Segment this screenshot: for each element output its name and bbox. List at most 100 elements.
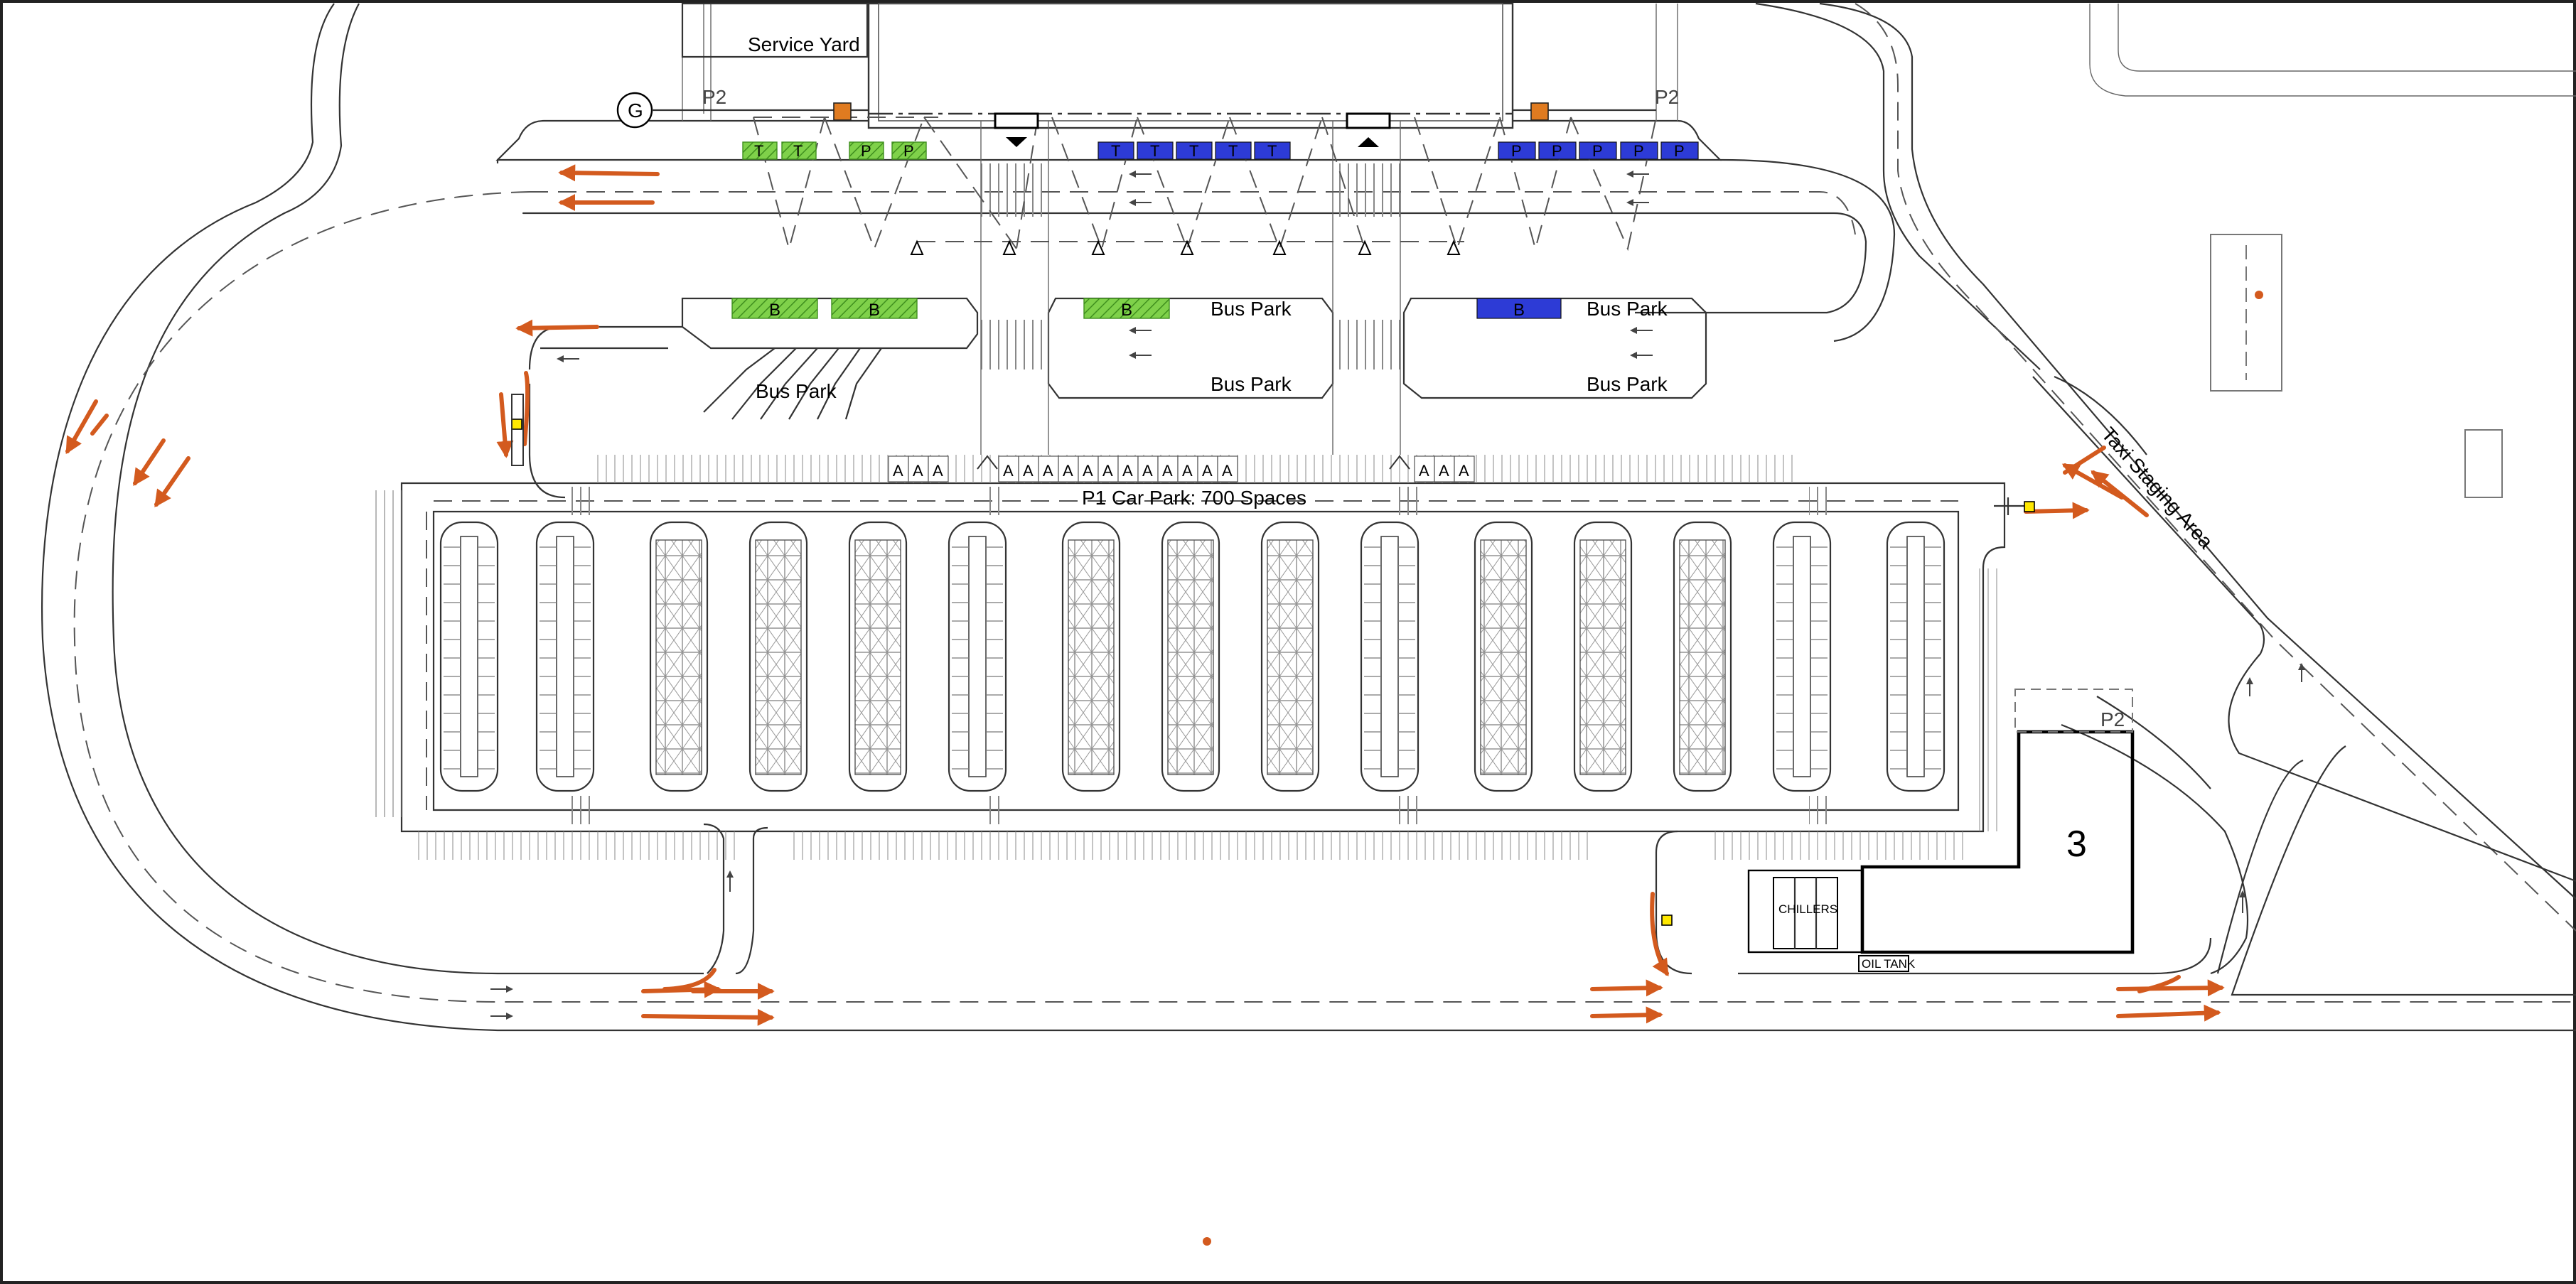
accessible-bay: [1117, 455, 1139, 482]
lane-arrows: [490, 171, 2305, 1020]
bus-park-label: Bus Park: [1211, 373, 1292, 395]
crossing-stripe: [569, 487, 590, 515]
utility-box: [1530, 102, 1549, 121]
accessible-bay: [1038, 455, 1059, 482]
bus-park-label: Bus Park: [1587, 373, 1668, 395]
private-bay: [1538, 141, 1577, 160]
chillers-label: CHILLERS: [1778, 902, 1837, 916]
bus-park-label: Bus Park: [1587, 298, 1668, 320]
drop-off-bay: [849, 141, 884, 160]
bay-grid: [1068, 539, 1115, 775]
car-park-title: P1 Car Park: 700 Spaces: [1082, 487, 1306, 509]
canopy-lines: [753, 112, 1657, 255]
bay-letter: A: [1419, 462, 1429, 480]
taxi-bay: [1254, 141, 1291, 160]
bay-letter: A: [1063, 462, 1073, 480]
accessible-bay: [998, 455, 1019, 482]
bus-bay: [831, 298, 918, 319]
parking-aisle: [1161, 521, 1220, 792]
bay-letter: B: [769, 301, 780, 320]
bay-grid: [1480, 539, 1527, 775]
private-bay: [1579, 141, 1617, 160]
accessible-bay: [928, 455, 949, 482]
bay-letter: P: [1511, 142, 1522, 160]
parking-aisle: [1886, 521, 1946, 792]
bay-letter: A: [1043, 462, 1053, 480]
bay-letter: A: [1222, 462, 1233, 480]
bus-park-label: Bus Park: [756, 380, 837, 402]
gate-label: G: [628, 99, 643, 122]
parking-aisle: [1260, 521, 1320, 792]
bay-letter: T: [1150, 142, 1159, 160]
accessible-bay: [1157, 455, 1179, 482]
bay-letter: P: [1592, 142, 1603, 160]
bay-letter: A: [1122, 462, 1133, 480]
crossing-stripe: [569, 796, 590, 824]
crossing-stripe: [984, 796, 1006, 824]
private-bay: [1498, 141, 1536, 160]
outer-loop-road: [41, 3, 2576, 1032]
drop-off-bay: [781, 141, 817, 160]
bay-letter: B: [1513, 301, 1525, 320]
accessible-bay: [1454, 455, 1475, 482]
bay-letter: A: [1023, 462, 1034, 480]
parking-aisle: [439, 521, 499, 792]
crossing-marker: [1389, 455, 1410, 470]
bay-letter: A: [933, 462, 943, 480]
bay-letter: T: [1228, 142, 1238, 160]
reference-dot: [1203, 1237, 1211, 1246]
parking-aisle: [535, 521, 595, 792]
crossing-stripe: [1397, 487, 1418, 515]
utility-box: [833, 102, 852, 121]
bay-letter: P: [1552, 142, 1562, 160]
building-number: 3: [2066, 824, 2087, 865]
private-bay: [1660, 141, 1699, 160]
crossing-stripe: [1809, 796, 1830, 824]
traffic-flow-arrows: [65, 164, 2225, 1026]
bay-grid: [1679, 539, 1726, 775]
aisle-divider: [556, 536, 574, 777]
parking-aisle: [1474, 521, 1533, 792]
parking-aisle: [948, 521, 1007, 792]
bay-letter: T: [793, 142, 803, 160]
bay-letter: A: [1439, 462, 1449, 480]
aisle-divider: [1793, 536, 1811, 777]
bay-grid: [1579, 539, 1626, 775]
private-bay: [1620, 141, 1658, 160]
bay-grid: [1267, 539, 1314, 775]
bay-letter: A: [1083, 462, 1093, 480]
p2-left-label: P2: [702, 86, 726, 108]
bus-bay: [1083, 298, 1170, 319]
terminal-forecourt: [495, 2, 1896, 342]
signal-markers: [511, 394, 2035, 926]
parking-aisle: [1573, 521, 1633, 792]
parking-aisle: [1673, 521, 1732, 792]
parking-aisle: [1061, 521, 1121, 792]
bay-letter: B: [1121, 301, 1132, 320]
accessible-bay: [888, 455, 909, 482]
parking-aisle: [1772, 521, 1832, 792]
accessible-bay: [1018, 455, 1039, 482]
crossing-stripe: [1397, 796, 1418, 824]
building-3: [1747, 689, 2135, 972]
bus-islands: [528, 297, 1707, 499]
accessible-bay: [1098, 455, 1119, 482]
bay-letter: A: [1182, 462, 1193, 480]
crossing-stripe: [984, 487, 1006, 515]
crossing-stripe: [1809, 487, 1830, 515]
bay-letter: T: [1189, 142, 1198, 160]
accessible-bay: [1217, 455, 1238, 482]
bay-letter: B: [869, 301, 880, 320]
bay-letter: A: [1162, 462, 1173, 480]
bay-letter: A: [1459, 462, 1469, 480]
p2-building-label: P2: [2100, 708, 2125, 730]
oil-tank-label: OIL TANK: [1862, 957, 1916, 971]
accessible-bay: [1137, 455, 1159, 482]
car-park-aisles: [439, 487, 1946, 824]
drop-off-bay: [891, 141, 927, 160]
accessible-bay: [1414, 455, 1435, 482]
pedestrian-crossings: [980, 121, 1401, 455]
aisle-divider: [1380, 536, 1399, 777]
aisle-divider: [968, 536, 987, 777]
